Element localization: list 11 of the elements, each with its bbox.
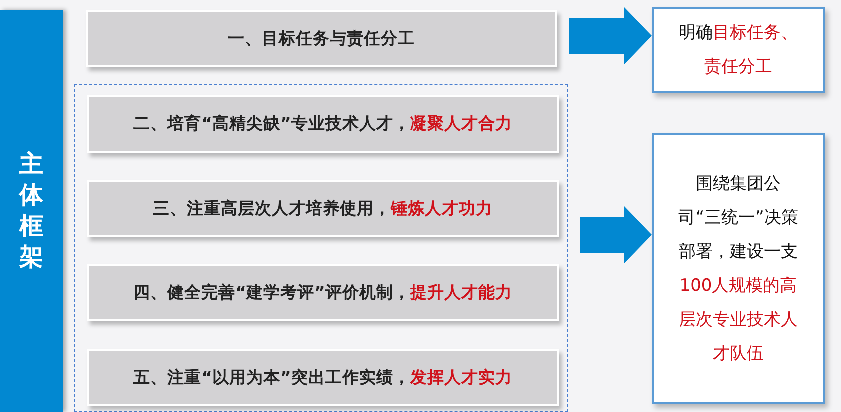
block-arrow [580, 206, 652, 264]
measure-box: 四、健全完善“建学考评”评价机制，提升人才能力 [87, 264, 559, 321]
dashed-group-frame [74, 84, 568, 412]
block-arrow [569, 7, 652, 65]
summary-box: 明确目标任务、责任分工 [652, 7, 825, 93]
summary-box: 围绕集团公司“三统一”决策部署，建设一支 100人规模的高层次专业技术人才队伍 [652, 133, 825, 404]
measure-box: 一、目标任务与责任分工 [86, 10, 557, 67]
measure-box: 三、注重高层次人才培养使用，锤炼人才功力 [87, 180, 559, 237]
side-title-bar: 主体框架 [0, 10, 63, 412]
measure-box: 二、培育“高精尖缺”专业技术人才，凝聚人才合力 [87, 95, 559, 153]
measure-box: 五、注重“以用为本”突出工作实绩，发挥人才实力 [87, 349, 559, 406]
